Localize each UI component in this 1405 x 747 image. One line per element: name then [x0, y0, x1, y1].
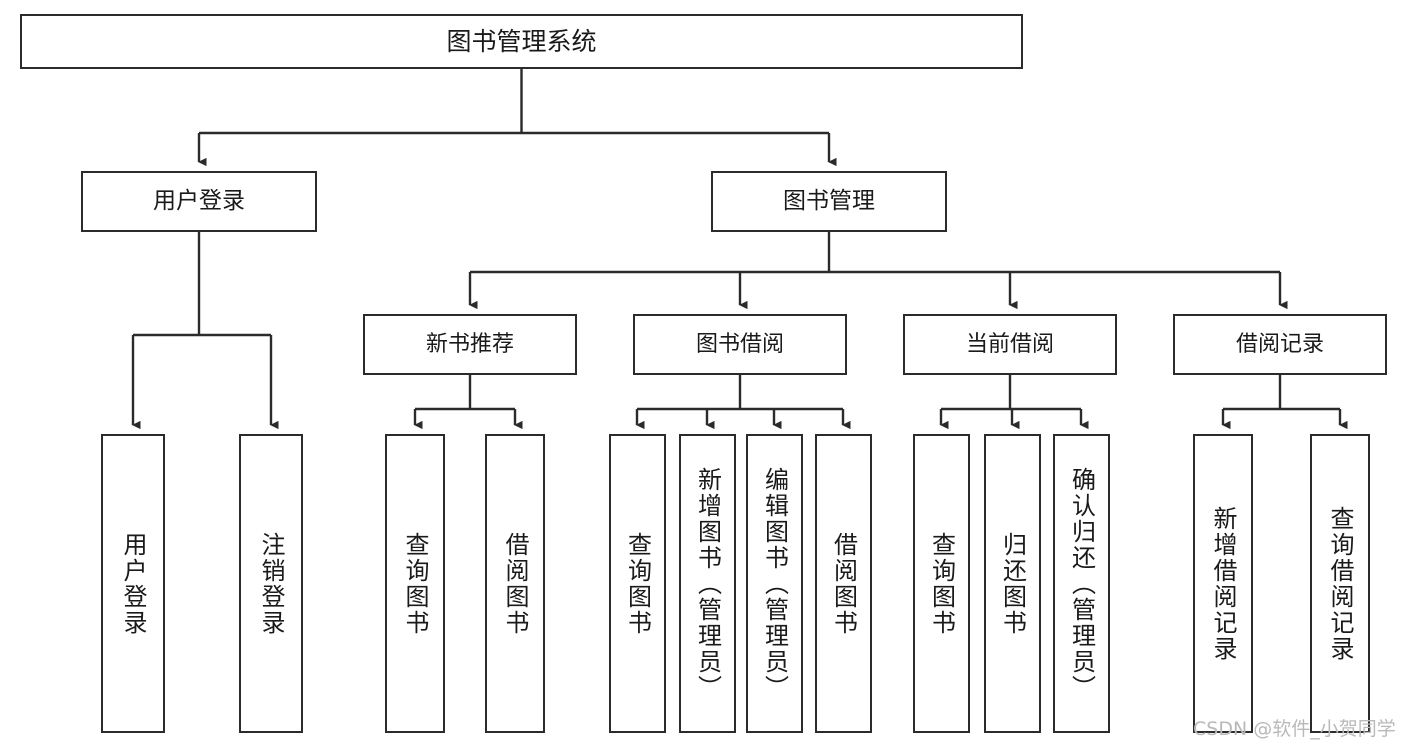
- node-root[interactable]: 图书管理系统: [20, 14, 1023, 69]
- node-current-borrow[interactable]: 当前借阅: [903, 314, 1117, 375]
- leaf-query-book-3-label: 查询图书: [927, 531, 956, 636]
- node-root-label: 图书管理系统: [446, 26, 597, 56]
- connector-bookmanage-to-level3: [468, 232, 1288, 310]
- csdn-watermark: CSDN @软件_小贺同学: [1193, 718, 1396, 740]
- node-current-borrow-label: 当前借阅: [965, 331, 1054, 357]
- node-book-borrow[interactable]: 图书借阅: [633, 314, 847, 375]
- leaf-borrow-book-1[interactable]: 借阅图书: [485, 434, 545, 733]
- connector-borrowrecord-to-leaves: [1221, 375, 1348, 430]
- connector-userlogin-to-leaves: [131, 232, 279, 430]
- leaf-user-login[interactable]: 用户登录: [101, 434, 165, 733]
- node-borrow-record[interactable]: 借阅记录: [1173, 314, 1387, 375]
- node-book-manage-label: 图书管理: [783, 187, 875, 214]
- node-new-book-rec-label: 新书推荐: [425, 331, 514, 357]
- node-book-manage[interactable]: 图书管理: [711, 171, 947, 232]
- node-book-borrow-label: 图书借阅: [695, 331, 784, 357]
- leaf-query-record[interactable]: 查询借阅记录: [1310, 434, 1370, 733]
- leaf-add-book[interactable]: 新增图书（管理员）: [679, 434, 736, 733]
- connector-bookborrow-to-leaves: [635, 375, 851, 430]
- leaf-user-logout-label: 注销登录: [257, 531, 285, 636]
- leaf-query-book-2[interactable]: 查询图书: [609, 434, 666, 733]
- connector-currentborrow-to-leaves: [939, 375, 1089, 430]
- connector-root-to-level2: [197, 69, 837, 167]
- leaf-borrow-book-2[interactable]: 借阅图书: [815, 434, 872, 733]
- leaf-query-book-2-label: 查询图书: [623, 531, 652, 636]
- leaf-return-book[interactable]: 归还图书: [984, 434, 1041, 733]
- leaf-query-book-1[interactable]: 查询图书: [385, 434, 445, 733]
- node-user-login[interactable]: 用户登录: [81, 171, 317, 232]
- connector-newbook-to-leaves: [413, 375, 523, 430]
- leaf-query-record-label: 查询借阅记录: [1326, 505, 1354, 662]
- leaf-borrow-book-1-label: 借阅图书: [501, 531, 529, 636]
- leaf-query-book-3[interactable]: 查询图书: [913, 434, 970, 733]
- node-borrow-record-label: 借阅记录: [1235, 331, 1324, 357]
- leaf-confirm-return[interactable]: 确认归还（管理员）: [1053, 434, 1110, 733]
- node-user-login-label: 用户登录: [153, 187, 245, 214]
- leaf-query-book-1-label: 查询图书: [401, 531, 429, 636]
- leaf-add-record[interactable]: 新增借阅记录: [1193, 434, 1253, 733]
- node-new-book-rec[interactable]: 新书推荐: [363, 314, 577, 375]
- leaf-borrow-book-2-label: 借阅图书: [829, 531, 858, 636]
- leaf-edit-book[interactable]: 编辑图书（管理员）: [746, 434, 803, 733]
- leaf-return-book-label: 归还图书: [998, 531, 1027, 636]
- leaf-user-logout[interactable]: 注销登录: [239, 434, 303, 733]
- leaf-user-login-label: 用户登录: [119, 531, 147, 636]
- leaf-confirm-return-label: 确认归还（管理员）: [1067, 466, 1096, 701]
- leaf-add-book-label: 新增图书（管理员）: [693, 466, 722, 701]
- leaf-edit-book-label: 编辑图书（管理员）: [760, 466, 789, 701]
- leaf-add-record-label: 新增借阅记录: [1209, 505, 1237, 662]
